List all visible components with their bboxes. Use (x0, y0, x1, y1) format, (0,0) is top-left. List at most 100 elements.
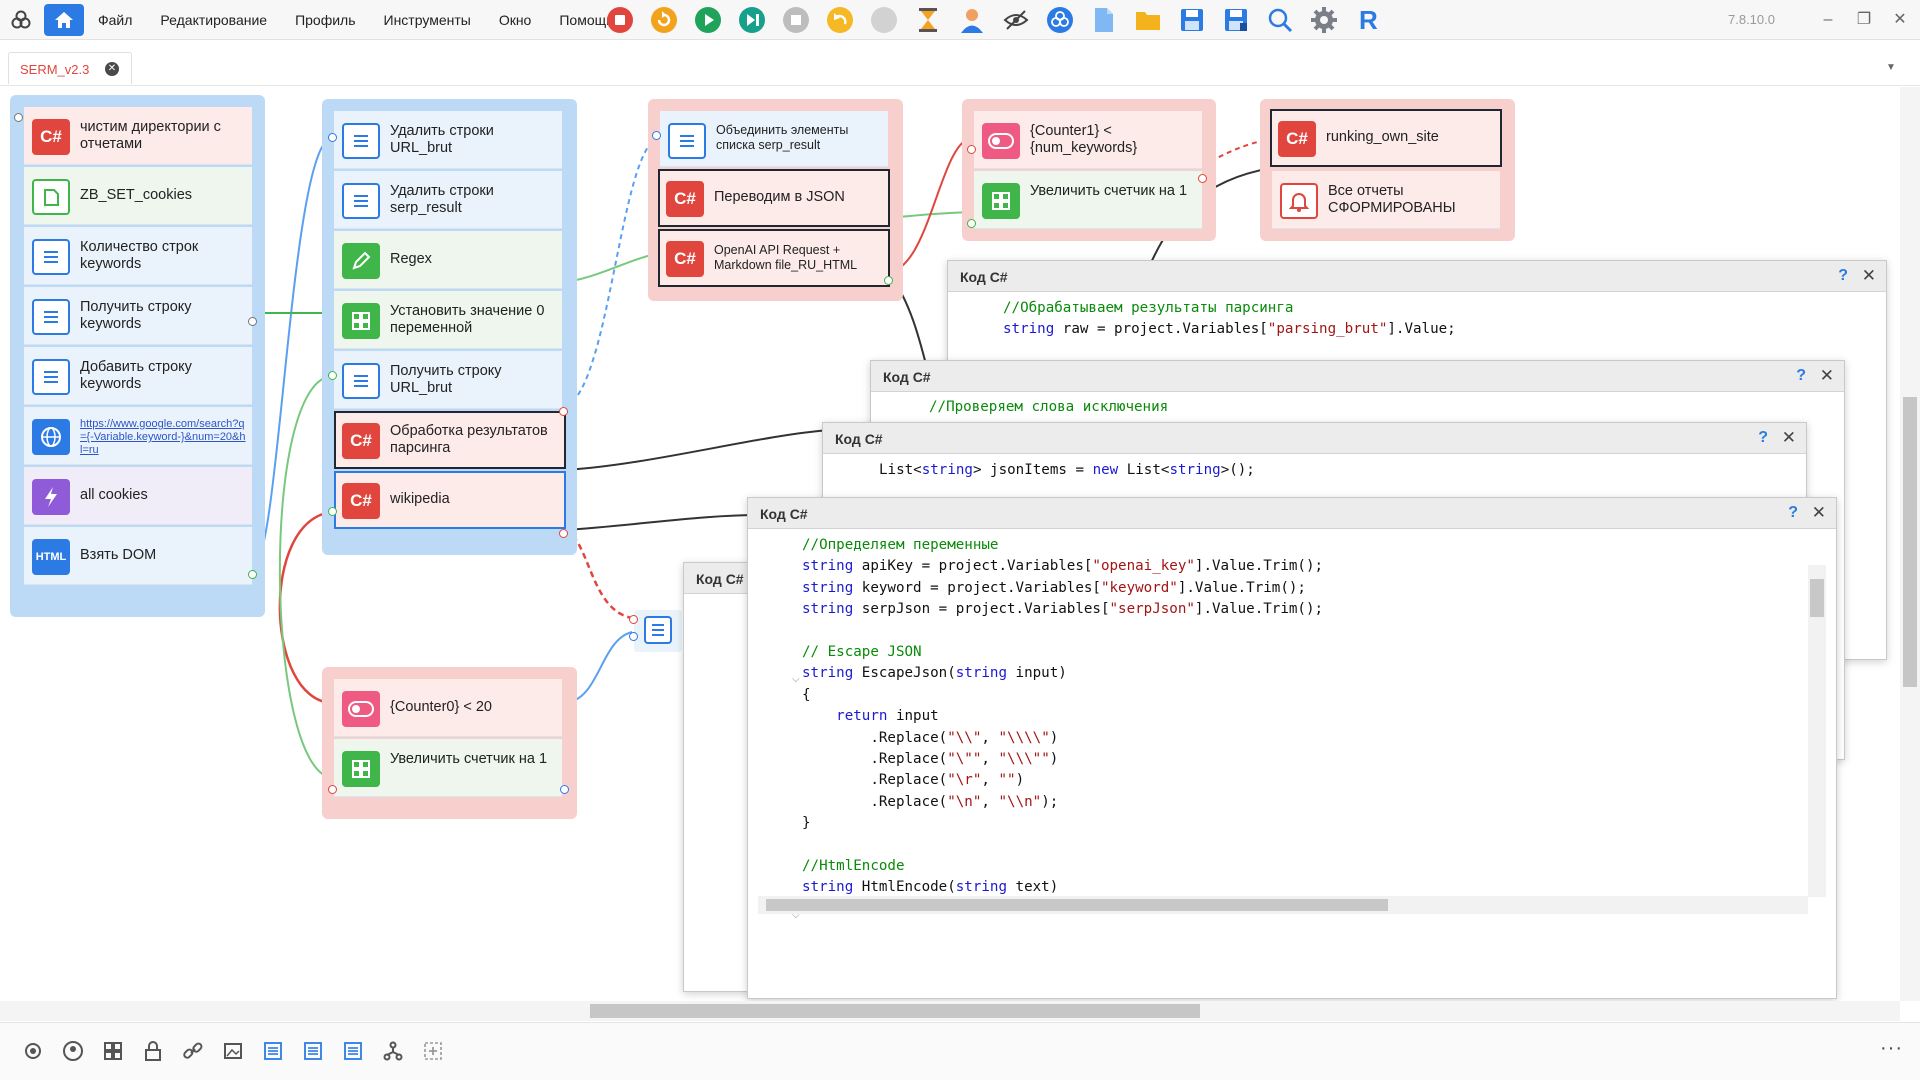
tab-serm[interactable]: SERM_v2.3 ✕ (8, 52, 132, 84)
port-out[interactable] (248, 317, 257, 326)
port-in[interactable] (328, 371, 337, 380)
node-set-zero[interactable]: Установить значение 0 переменной (334, 291, 562, 349)
r-letter-icon[interactable]: R (1353, 5, 1383, 35)
scroll-thumb[interactable] (1810, 579, 1824, 617)
more-options-icon[interactable]: ··· (1880, 1037, 1903, 1059)
document-icon[interactable] (1089, 5, 1119, 35)
lock-icon[interactable] (140, 1038, 166, 1064)
scroll-thumb[interactable] (766, 899, 1388, 911)
list-b-icon[interactable] (300, 1038, 326, 1064)
node-all-reports-done[interactable]: Все отчеты СФОРМИРОВАНЫ (1272, 171, 1500, 229)
list-c-icon[interactable] (340, 1038, 366, 1064)
node-counter1-condition[interactable]: {Counter1} < {num_keywords} (974, 111, 1202, 169)
save-icon[interactable] (1177, 5, 1207, 35)
node-process-results[interactable]: C# Обработка результатов парсинга (334, 411, 566, 469)
scroll-thumb[interactable] (1903, 397, 1917, 687)
node-to-json[interactable]: C# Переводим в JSON (658, 169, 890, 227)
code-vertical-scrollbar[interactable] (1808, 565, 1826, 897)
node-inc-counter0[interactable]: Увеличить счетчик на 1 (334, 739, 562, 797)
node-set-cookies[interactable]: ZB_SET_cookies (24, 167, 252, 225)
node-url-link[interactable]: https://www.google.com/search?q={-Variab… (80, 418, 246, 456)
help-icon[interactable]: ? (1838, 267, 1848, 284)
home-button[interactable] (44, 4, 84, 36)
node-inc-counter1[interactable]: Увеличить счетчик на 1 (974, 171, 1202, 229)
close-icon[interactable]: ✕ (1781, 428, 1796, 447)
group-init[interactable]: C# чистим директории с отчетами ZB_SET_c… (10, 95, 265, 617)
tab-close-icon[interactable]: ✕ (105, 62, 119, 76)
node-join-serp[interactable]: Объединить элементы списка serp_result (660, 111, 888, 167)
project-canvas[interactable]: C# чистим директории с отчетами ZB_SET_c… (0, 87, 1900, 1001)
profile-icon[interactable] (60, 1038, 86, 1064)
port-out[interactable] (560, 785, 569, 794)
help-icon[interactable]: ? (1788, 504, 1798, 521)
node-add-keyword[interactable]: Добавить строку keywords (24, 347, 252, 405)
menu-window[interactable]: Окно (498, 12, 532, 28)
node-wikipedia[interactable]: C# wikipedia (334, 471, 566, 529)
code-horizontal-scrollbar[interactable] (758, 896, 1808, 914)
menu-file[interactable]: Файл (98, 12, 133, 28)
refresh-icon[interactable] (649, 5, 679, 35)
menu-profile[interactable]: Профиль (295, 12, 356, 28)
port-in[interactable] (328, 785, 337, 794)
undo-icon[interactable] (825, 5, 855, 35)
node-openai-request[interactable]: C# OpenAI API Request + Markdown file_RU… (658, 229, 890, 287)
close-icon[interactable]: ✕ (1819, 366, 1834, 385)
port-in[interactable] (652, 131, 661, 140)
port-in[interactable] (629, 615, 638, 624)
group-parsing[interactable]: Удалить строки URL_brut Удалить строки s… (322, 99, 577, 555)
port-in[interactable] (328, 507, 337, 516)
node-delete-url-brut[interactable]: Удалить строки URL_brut (334, 111, 562, 169)
node-count-keywords[interactable]: Количество строк keywords (24, 227, 252, 285)
settings-gear-icon[interactable] (1309, 5, 1339, 35)
list-a-icon[interactable] (260, 1038, 286, 1064)
group-counter1[interactable]: {Counter1} < {num_keywords} Увеличить сч… (962, 99, 1216, 241)
canvas-vertical-scrollbar[interactable] (1900, 87, 1920, 1001)
stop-icon[interactable] (781, 5, 811, 35)
group-reports[interactable]: C# runking_own_site Все отчеты СФОРМИРОВ… (1260, 99, 1515, 241)
close-icon[interactable]: ✕ (1811, 503, 1826, 522)
port-out[interactable] (559, 529, 568, 538)
group-json[interactable]: Объединить элементы списка serp_result C… (648, 99, 903, 301)
node-clean-dirs[interactable]: C# чистим директории с отчетами (24, 107, 252, 165)
node-google-url[interactable]: https://www.google.com/search?q={-Variab… (24, 407, 252, 465)
add-box-icon[interactable] (420, 1038, 446, 1064)
node-regex[interactable]: Regex (334, 231, 562, 289)
group-counter0[interactable]: {Counter0} < 20 Увеличить счетчик на 1 (322, 667, 577, 819)
canvas-horizontal-scrollbar[interactable] (0, 1001, 1900, 1021)
node-get-keyword[interactable]: Получить строку keywords (24, 287, 252, 345)
hidden-eye-icon[interactable] (1001, 5, 1031, 35)
code-editor[interactable]: List<string> jsonItems = new List<string… (879, 460, 1255, 481)
node-all-cookies[interactable]: all cookies (24, 467, 252, 525)
tab-dropdown-icon[interactable]: ▼ (1886, 62, 1896, 73)
port-in[interactable] (967, 145, 976, 154)
menu-help[interactable]: Помощь (559, 12, 614, 28)
node-counter0-condition[interactable]: {Counter0} < 20 (334, 679, 562, 737)
close-icon[interactable]: ✕ (1861, 266, 1876, 285)
step-icon[interactable] (737, 5, 767, 35)
port-out[interactable] (248, 570, 257, 579)
port-in[interactable] (629, 632, 638, 641)
fold-toggle-icon[interactable]: ⌵ (792, 674, 800, 685)
grid-icon[interactable] (100, 1038, 126, 1064)
link-icon[interactable] (180, 1038, 206, 1064)
settings-icon[interactable] (20, 1038, 46, 1064)
folder-icon[interactable] (1133, 5, 1163, 35)
port-out[interactable] (559, 407, 568, 416)
app-logo-icon[interactable] (10, 9, 32, 31)
code-editor[interactable]: //Проверяем слова исключения (929, 397, 1168, 418)
chrome-circles-icon[interactable] (1045, 5, 1075, 35)
node-get-dom[interactable]: HTML Взять DOM (24, 527, 252, 585)
restore-icon[interactable]: ❐ (1856, 11, 1872, 28)
hourglass-icon[interactable] (913, 5, 943, 35)
port-out[interactable] (884, 276, 893, 285)
save-as-icon[interactable] (1221, 5, 1251, 35)
port-in[interactable] (14, 113, 23, 122)
record-stop-icon[interactable] (605, 5, 635, 35)
port-in[interactable] (967, 219, 976, 228)
menu-edit[interactable]: Редактирование (160, 12, 268, 28)
minimize-icon[interactable]: – (1823, 11, 1833, 28)
node-delete-serp-result[interactable]: Удалить строки serp_result (334, 171, 562, 229)
image-icon[interactable] (220, 1038, 246, 1064)
